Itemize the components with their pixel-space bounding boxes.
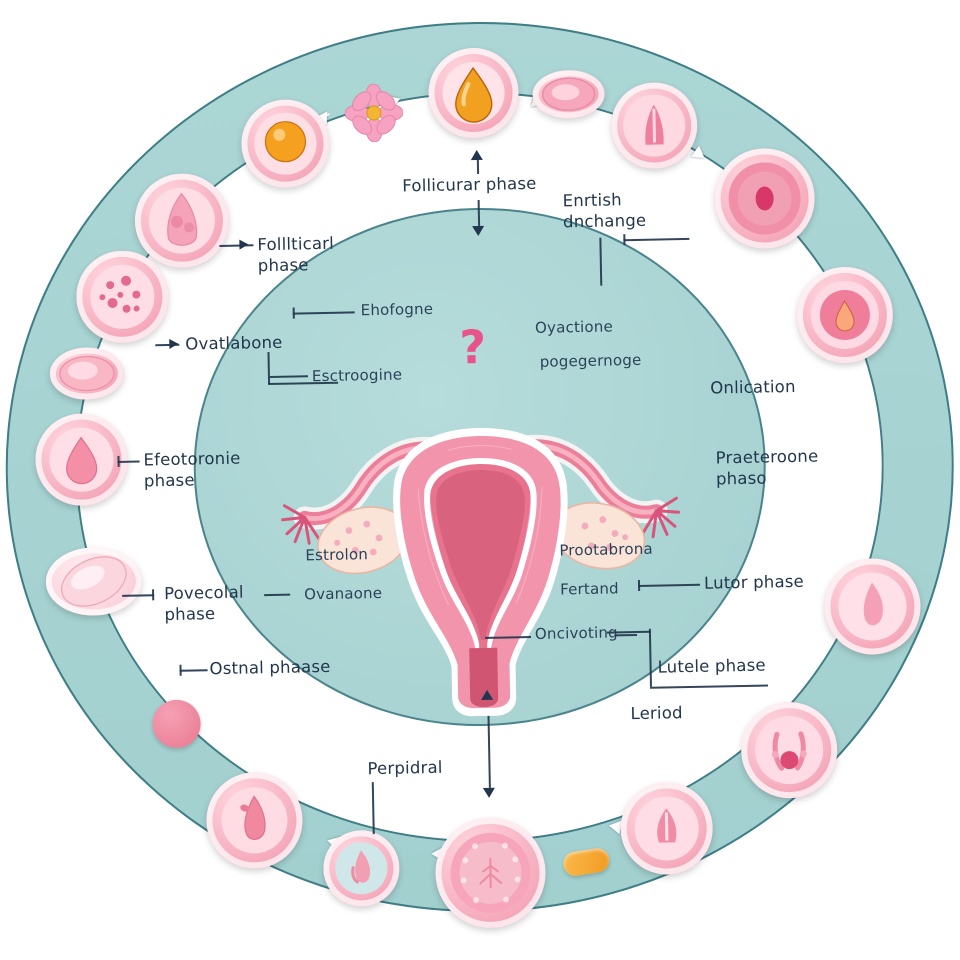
- node-endometrium: [434, 816, 547, 929]
- leader-arrow-down-icon: [472, 225, 485, 237]
- label-luteal-right-2: Lutele phase: [657, 655, 766, 677]
- follicle-icon: [148, 187, 215, 254]
- label-estrogen-phase-left: Efeotoronie phase: [143, 448, 241, 491]
- node-teardrop-top: [427, 47, 520, 139]
- uterus-illustration: [276, 394, 686, 724]
- label-progesterone-core: Prootabrona: [559, 539, 653, 560]
- node-uterus-mini: [619, 781, 714, 876]
- leader-arrow-up-icon: [470, 149, 483, 161]
- node-nucleus-red: [713, 147, 816, 250]
- node-droplet-pink: [34, 412, 129, 507]
- leader-arrow-icon: [169, 338, 179, 349]
- seed-icon: [755, 716, 824, 785]
- leader-arrow-up-icon: [481, 689, 494, 701]
- label-discharge-right: Enrtish dnchange: [562, 190, 647, 232]
- label-ovulation-inner: Oyactione: [534, 317, 614, 337]
- label-ovulating-core: Oncivoting: [534, 623, 618, 643]
- node-ovary-dotted: [75, 249, 170, 344]
- leader-tick: [637, 579, 640, 591]
- label-progesterone-inner: pogegernoge: [539, 350, 642, 371]
- label-estrogen-inner-2: Esctroogine: [311, 365, 403, 386]
- bud-top-icon: [541, 77, 596, 111]
- egg-pale-icon: [61, 556, 127, 607]
- label-ovary-core-left: Ovanaone: [303, 583, 383, 604]
- oval-pale-icon: [59, 355, 115, 392]
- ovum-drop-icon: [810, 280, 879, 349]
- leader-tick: [152, 589, 154, 601]
- leader-tick: [117, 455, 120, 467]
- node-bud-top: [532, 69, 606, 119]
- node-egg-pale: [45, 546, 143, 617]
- center-question-mark: ?: [458, 319, 487, 375]
- flower-leaf-icon: [221, 787, 288, 854]
- label-period-bottom: Perpidral: [367, 757, 443, 779]
- node-flower-top: [344, 83, 404, 143]
- ovary-dotted-icon: [90, 264, 155, 329]
- teardrop-top-icon: [442, 62, 505, 125]
- leader-tick: [179, 664, 182, 676]
- label-menstrual-left: Ostnal phaase: [209, 656, 331, 679]
- node-flame-blue: [322, 829, 401, 908]
- node-follicle: [134, 172, 230, 269]
- label-ovulation-right: Onlication: [710, 376, 796, 398]
- flame-blue-icon: [335, 842, 388, 895]
- label-fertile-core: Fertand: [559, 579, 619, 599]
- label-luteal-right: Lutor phase: [703, 571, 805, 593]
- node-cervix-top: [610, 81, 699, 170]
- flower-top-icon: [344, 83, 404, 143]
- label-period-right: Leriod: [630, 703, 683, 724]
- node-blossom-right: [823, 557, 922, 656]
- node-ovum-drop: [795, 266, 894, 364]
- cervix-top-icon: [623, 94, 686, 157]
- endometrium-icon: [450, 832, 531, 913]
- nucleus-red-icon: [728, 162, 801, 235]
- leader-arrow-icon: [239, 239, 249, 250]
- uterus-mini-icon: [634, 796, 699, 861]
- node-oval-pale: [49, 346, 125, 401]
- leader-tick: [623, 234, 626, 246]
- ovum-orange-icon: [254, 112, 317, 175]
- label-progesterone-right: Praeteroone phaso: [715, 446, 819, 489]
- leader-tick: [292, 307, 295, 319]
- blossom-icon: [838, 572, 907, 641]
- leader-line: [476, 159, 479, 174]
- label-follicular-top: Follicurar phase: [402, 173, 537, 196]
- droplet-pink-icon: [49, 427, 114, 492]
- node-ovum-orange: [240, 98, 331, 189]
- node-seed-right: [740, 701, 839, 800]
- label-luteal-left: Povecolal phase: [163, 582, 244, 625]
- leader-arrow-down-icon: [482, 787, 496, 798]
- label-estrogen-core-left: Estrolon: [305, 545, 369, 565]
- node-flower-leaf: [205, 771, 304, 870]
- label-follicular-left: Folllticarl phase: [257, 233, 335, 276]
- label-estrogen-inner: Ehofogne: [360, 299, 434, 320]
